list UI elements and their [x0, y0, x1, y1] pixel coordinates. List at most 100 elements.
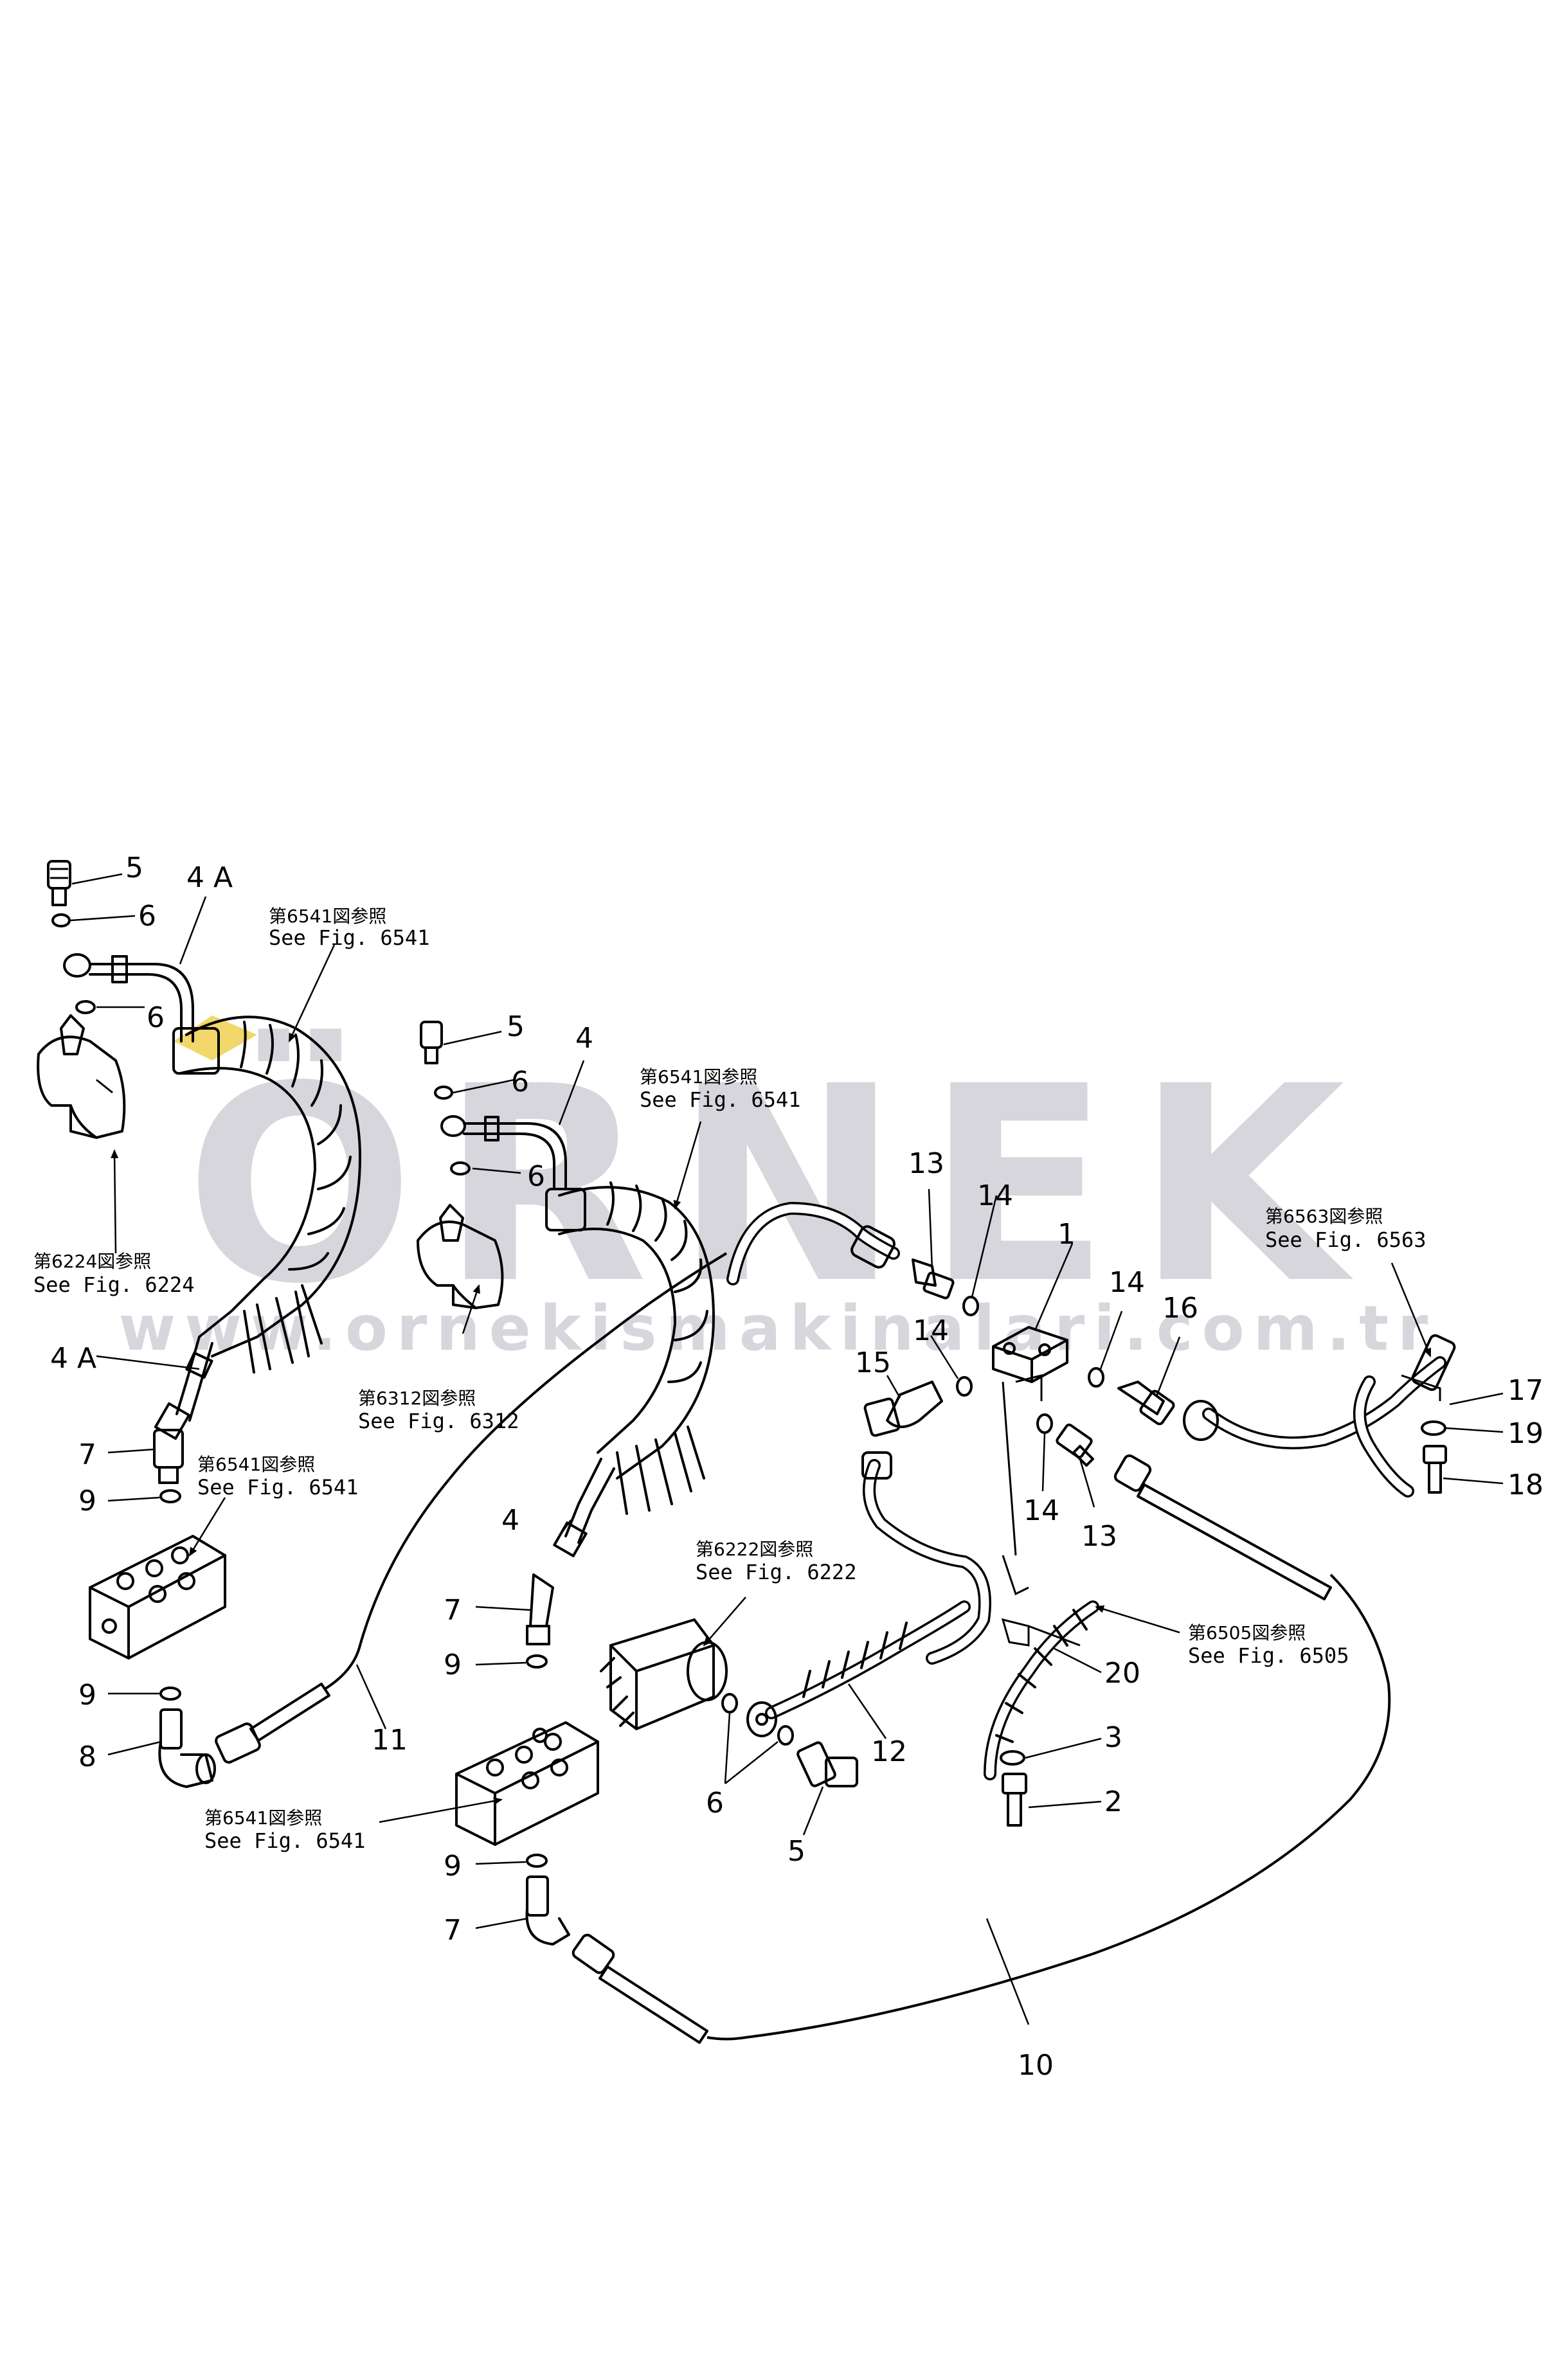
watermark-accent-icon: [174, 1016, 257, 1060]
callout-4A-b: 4 A: [50, 1342, 96, 1375]
callout-12: 12: [871, 1735, 907, 1768]
ref-6222-jp: 第6222図参照: [696, 1539, 813, 1560]
fitting-13-low: [1056, 1423, 1094, 1467]
tube-10: [572, 1573, 1391, 2044]
callout-4-a: 4: [575, 1022, 593, 1055]
control-block-left: [89, 1535, 226, 1660]
oring-9-b: [159, 1687, 181, 1701]
ref-6563-en: See Fig. 6563: [1265, 1228, 1426, 1252]
oring-6-a: [51, 913, 71, 927]
callout-9-b: 9: [78, 1679, 96, 1712]
valve-body-6224: [37, 1014, 126, 1139]
harness-4A: [154, 1016, 361, 1440]
oring-14-b: [956, 1376, 973, 1397]
banjo-4A: [63, 953, 194, 1042]
watermark-url: www.ornekismakinalari.com.tr: [119, 1293, 1437, 1364]
callout-labels: 5 6 4 A 6 4 A 7 9 9 8 11 5 4 6 6 4 7 9 9…: [50, 852, 1544, 2082]
callout-4-b: 4: [501, 1504, 519, 1537]
fitting-7-left: [153, 1429, 184, 1484]
callout-9-c: 9: [444, 1649, 462, 1681]
ref-6541-a-jp: 第6541図参照: [269, 906, 386, 927]
ref-6224-en: See Fig. 6224: [33, 1273, 194, 1297]
callout-6-e: 6: [706, 1787, 724, 1820]
oring-14-a: [962, 1296, 979, 1316]
elbow-15: [863, 1381, 943, 1437]
oring-6-e: [721, 1693, 738, 1713]
pressure-switch-6222: [600, 1618, 728, 1730]
callout-7-a: 7: [78, 1438, 96, 1471]
callout-16: 16: [1162, 1292, 1198, 1325]
callout-5-c: 5: [788, 1835, 806, 1868]
callout-10: 10: [1018, 2049, 1054, 2082]
callout-13-a: 13: [908, 1147, 944, 1180]
ref-6224-jp: 第6224図参照: [33, 1251, 151, 1272]
callout-13-b: 13: [1081, 1520, 1117, 1553]
oring-6-c: [434, 1086, 453, 1100]
ref-6541-b-en: See Fig. 6541: [197, 1475, 358, 1499]
callout-9-a: 9: [78, 1485, 96, 1517]
ref-6312-jp: 第6312図参照: [358, 1388, 476, 1409]
ref-6505-en: See Fig. 6505: [1188, 1643, 1349, 1668]
ref-6541-c-jp: 第6541図参照: [640, 1066, 757, 1087]
ref-6505-jp: 第6505図参照: [1188, 1622, 1306, 1643]
callout-7-b: 7: [444, 1594, 462, 1627]
watermark-brand: ÖRNEK: [185, 1026, 1371, 1343]
callout-14-b: 14: [1109, 1266, 1145, 1299]
tube-11: [215, 1252, 728, 1764]
callout-11: 11: [372, 1724, 408, 1757]
callout-5-a: 5: [125, 852, 143, 884]
ref-6541-b-jp: 第6541図参照: [197, 1454, 315, 1475]
callout-7-c: 7: [444, 1914, 462, 1947]
oring-14-d: [1036, 1413, 1053, 1434]
ref-6563-jp: 第6563図参照: [1265, 1206, 1383, 1227]
hose-12: [746, 1600, 971, 1737]
callout-9-d: 9: [444, 1850, 462, 1883]
figure-references: 第6541図参照 See Fig. 6541 第6224図参照 See Fig.…: [33, 906, 1426, 1853]
valve-body-6312: [417, 1204, 504, 1309]
washer-19: [1421, 1420, 1446, 1436]
fitting-5-mid: [420, 1021, 443, 1064]
oring-9-a: [159, 1489, 181, 1503]
callout-14-c: 14: [913, 1314, 949, 1347]
ref-6541-c-en: See Fig. 6541: [640, 1087, 800, 1112]
callout-14-a: 14: [977, 1179, 1013, 1212]
callout-2: 2: [1104, 1785, 1122, 1818]
leader-lines: [70, 873, 1504, 2025]
left-assembly: [37, 860, 728, 1788]
oring-6-d: [450, 1161, 471, 1176]
ref-6312-en: See Fig. 6312: [358, 1409, 519, 1433]
fitting-5-top-left: [47, 860, 71, 906]
bolt-18: [1423, 1445, 1447, 1494]
corrugated-hose-20: [984, 1600, 1099, 1780]
oring-9-c: [526, 1654, 548, 1669]
fitting-13-top: [912, 1258, 955, 1300]
ref-6541-d-en: See Fig. 6541: [204, 1829, 365, 1853]
ref-6541-d-jp: 第6541図参照: [204, 1807, 322, 1829]
oring-14-c: [1088, 1367, 1104, 1388]
callout-6-c: 6: [511, 1066, 529, 1098]
bolt-5-low: [797, 1741, 858, 1787]
callout-6-b: 6: [147, 1001, 165, 1034]
callout-17: 17: [1508, 1374, 1544, 1407]
bolt-2: [1002, 1773, 1027, 1827]
callout-15: 15: [855, 1347, 891, 1379]
callout-20: 20: [1104, 1657, 1140, 1690]
oring-6-f: [777, 1725, 794, 1746]
ref-6222-en: See Fig. 6222: [696, 1560, 856, 1584]
block-1: [992, 1326, 1068, 1383]
tube-right: [1113, 1454, 1332, 1600]
callout-6-d: 6: [527, 1160, 545, 1193]
elbow-8: [158, 1708, 216, 1788]
ref-6541-a-en: See Fig. 6541: [269, 926, 429, 950]
control-block-mid: [455, 1721, 599, 1846]
sensor-16: [1117, 1381, 1175, 1426]
hose-top-center: [726, 1201, 900, 1285]
junction-assembly: [861, 1258, 1175, 1665]
switch-assembly: [600, 1600, 971, 1787]
right-assembly: [1113, 1334, 1456, 1600]
callout-19: 19: [1508, 1417, 1544, 1450]
callout-18: 18: [1508, 1469, 1544, 1501]
washer-3: [1000, 1750, 1025, 1766]
callout-8: 8: [78, 1740, 96, 1773]
